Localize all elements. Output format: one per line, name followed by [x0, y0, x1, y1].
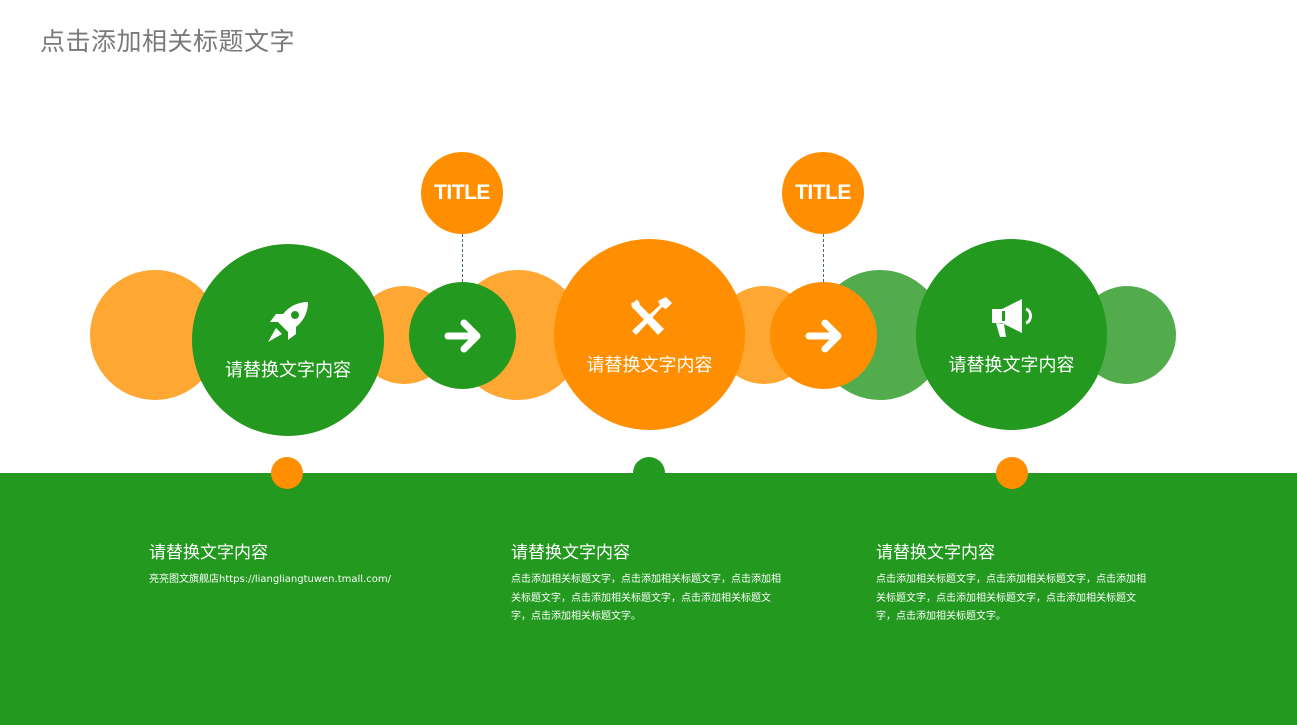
- step-circle-1: 请替换文字内容: [192, 244, 384, 436]
- bottom-panel: [0, 473, 1297, 725]
- detail-heading-1: 请替换文字内容: [149, 543, 268, 563]
- marker-dot-2: [633, 457, 665, 489]
- detail-column-3: 请替换文字内容 点击添加相关标题文字，点击添加相关标题文字，点击添加相关标题文字…: [876, 538, 1148, 627]
- detail-heading-2: 请替换文字内容: [511, 543, 630, 563]
- page-title: 点击添加相关标题文字: [40, 27, 296, 56]
- arrow-right-icon: [805, 319, 841, 352]
- connector-line: [462, 234, 463, 282]
- arrow-circle-1: [409, 282, 516, 389]
- detail-heading-3: 请替换文字内容: [876, 543, 995, 563]
- title-bubble-2: TITLE: [782, 152, 864, 234]
- step-label-2: 请替换文字内容: [586, 354, 713, 376]
- arrow-circle-2: [770, 282, 877, 389]
- detail-column-1: 请替换文字内容 亮亮图文旗舰店https://liangliangtuwen.t…: [149, 538, 421, 590]
- step-label-3: 请替换文字内容: [948, 354, 1075, 376]
- detail-column-2: 请替换文字内容 点击添加相关标题文字，点击添加相关标题文字，点击添加相关标题文字…: [511, 538, 783, 627]
- title-bubble-1: TITLE: [421, 152, 503, 234]
- step-label-1: 请替换文字内容: [225, 360, 351, 381]
- detail-body-3: 点击添加相关标题文字，点击添加相关标题文字，点击添加相关标题文字，点击添加相关标…: [876, 574, 1146, 622]
- tools-icon: [630, 296, 672, 335]
- step-circle-2: 请替换文字内容: [554, 239, 745, 430]
- detail-body-2: 点击添加相关标题文字，点击添加相关标题文字，点击添加相关标题文字，点击添加相关标…: [511, 574, 781, 622]
- megaphone-icon: [991, 298, 1032, 337]
- step-circle-3: 请替换文字内容: [916, 239, 1107, 430]
- rocket-icon: [268, 302, 308, 342]
- connector-line: [823, 234, 824, 282]
- marker-dot-1: [271, 457, 303, 489]
- marker-dot-3: [996, 457, 1028, 489]
- detail-body-1: 亮亮图文旗舰店https://liangliangtuwen.tmall.com…: [149, 574, 391, 585]
- arrow-right-icon: [444, 319, 480, 352]
